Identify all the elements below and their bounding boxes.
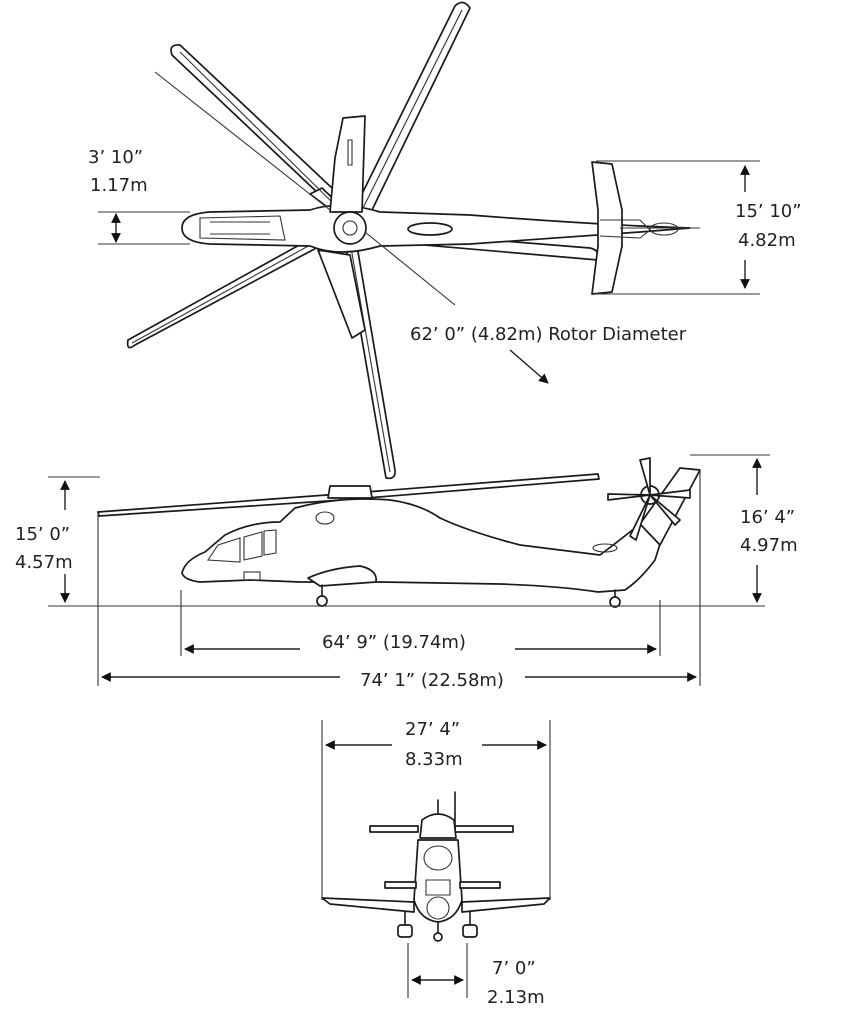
front-view — [321, 791, 551, 942]
top-tail — [591, 161, 623, 295]
dim-fuselage-width-m: 1.17m — [90, 175, 148, 196]
top-wing-lower — [317, 249, 366, 339]
front-fuselage — [413, 839, 463, 923]
rotor-blades — [126, 1, 600, 480]
dim-overall-length-label: 74’ 1” (22.58m) — [360, 670, 504, 691]
rotor-hub — [333, 211, 367, 245]
dim-rotor-height-m: 4.57m — [15, 552, 73, 573]
dim-rotor-diameter: 62’ 0” (4.82m) Rotor Diameter — [364, 231, 687, 384]
dim-tail-span: 15’ 10” 4.82m — [596, 160, 802, 295]
dim-tail-height-ft: 16’ 4” — [740, 507, 795, 528]
dim-gear-track: 7’ 0” 2.13m — [407, 943, 545, 1008]
dim-fuselage-width: 3’ 10” 1.17m — [88, 147, 190, 245]
top-view — [126, 1, 700, 480]
dim-fuselage-width-ft: 3’ 10” — [88, 147, 143, 168]
dim-tail-height: 16’ 4” 4.97m — [690, 454, 798, 603]
dim-tail-span-m: 4.82m — [738, 230, 796, 251]
dim-gear-track-ft: 7’ 0” — [492, 958, 536, 979]
side-fuselage — [181, 498, 666, 593]
dim-gear-track-m: 2.13m — [487, 987, 545, 1008]
dim-rotor-height: 15’ 0” 4.57m — [15, 476, 100, 603]
dim-tail-height-m: 4.97m — [740, 535, 798, 556]
dim-fuselage-length-label: 64’ 9” (19.74m) — [322, 632, 466, 653]
dim-wing-span-ft: 27’ 4” — [405, 719, 460, 740]
side-view — [97, 457, 701, 608]
dim-wing-span-m: 8.33m — [405, 749, 463, 770]
dim-fuselage-length: 64’ 9” (19.74m) — [180, 590, 661, 656]
dim-rotor-diameter-label: 62’ 0” (4.82m) Rotor Diameter — [410, 324, 687, 345]
dim-overall-length: 74’ 1” (22.58m) — [97, 470, 701, 691]
dim-rotor-height-ft: 15’ 0” — [15, 524, 70, 545]
dim-wing-span: 27’ 4” 8.33m — [321, 719, 551, 900]
dim-tail-span-ft: 15’ 10” — [735, 201, 802, 222]
